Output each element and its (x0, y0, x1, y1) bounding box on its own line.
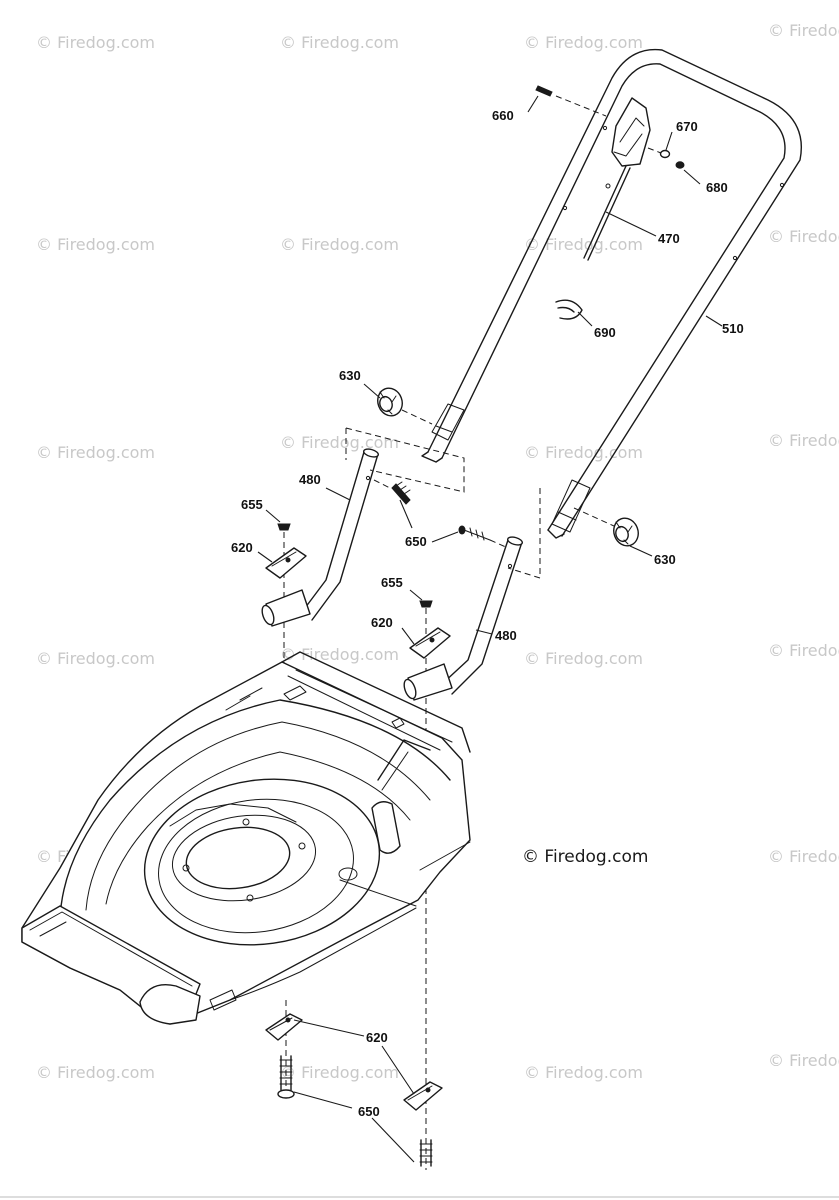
callout-470: 470 (658, 231, 680, 246)
watermark-text: © Firedog.com (768, 431, 839, 450)
bolt-650-bottom-left (277, 1055, 295, 1099)
bolt-650-bottom-right (419, 1139, 433, 1167)
watermark-text: © Firedog.com (768, 21, 839, 40)
watermark-text: © Firedog.com (768, 227, 839, 246)
upper-handle-510 (421, 48, 802, 539)
callout-650-bottom: 650 (358, 1104, 380, 1119)
watermark-text: © Firedog.com (36, 235, 155, 254)
clamp-620-bottom-left (265, 1013, 303, 1041)
watermark-text: © Firedog.com (36, 649, 155, 668)
watermark-text: © Firedog.com (280, 33, 399, 52)
clamp-620-right (409, 627, 451, 659)
leader-lines (257, 95, 723, 1163)
watermark-text: © Firedog.com (36, 33, 155, 52)
watermark-text: © Firedog.com (36, 443, 155, 462)
watermark-text: © Firedog.com (280, 433, 399, 452)
lower-handle-480-right (403, 536, 524, 701)
knob-630-left (377, 387, 433, 425)
callout-630-left: 630 (339, 368, 361, 383)
watermark-text: © Firedog.com (280, 235, 399, 254)
watermark-text: © Firedog.com (524, 443, 643, 462)
bolt-650-upper-2 (458, 525, 509, 549)
callout-labels: 660 670 680 470 690 510 630 630 480 480 … (231, 108, 744, 1119)
lower-handle-480-left (261, 448, 380, 627)
callout-660: 660 (492, 108, 514, 123)
watermark-text: © Firedog.com (280, 645, 399, 664)
watermark-text: © Firedog.com (524, 235, 643, 254)
watermark-text: © Firedog.com (280, 1063, 399, 1082)
mower-deck (21, 651, 471, 1025)
callout-480-right: 480 (495, 628, 517, 643)
bolt-650-upper-1 (373, 479, 411, 505)
watermark-text: © Firedog.com (768, 641, 839, 660)
watermark-text: © Firedog.com (768, 847, 839, 866)
callout-510: 510 (722, 321, 744, 336)
callout-480-left: 480 (299, 472, 321, 487)
screw-660 (535, 85, 607, 117)
watermark-layer: © Firedog.com © Firedog.com © Firedog.co… (36, 21, 839, 1082)
nut-680 (675, 161, 685, 169)
callout-670: 670 (676, 119, 698, 134)
copyright-text: © Firedog.com (522, 847, 648, 867)
callout-650-upper: 650 (405, 534, 427, 549)
washer-670 (659, 149, 671, 159)
callout-630-right: 630 (654, 552, 676, 567)
control-lever-assembly (583, 97, 685, 261)
watermark-text: © Firedog.com (524, 33, 643, 52)
callout-690: 690 (594, 325, 616, 340)
screw-655-left (277, 523, 291, 531)
knob-630-right (573, 507, 639, 547)
watermark-text: © Firedog.com (524, 1063, 643, 1082)
watermark-text: © Firedog.com (36, 1063, 155, 1082)
callout-655-left: 655 (241, 497, 263, 512)
cable-clip-690 (555, 299, 583, 320)
screw-655-right (419, 600, 433, 608)
callout-620-upper-right: 620 (371, 615, 393, 630)
clamp-620-left (265, 547, 307, 579)
clamp-620-bottom-right (403, 1081, 443, 1111)
callout-655-right: 655 (381, 575, 403, 590)
callout-680: 680 (706, 180, 728, 195)
callout-620-bottom: 620 (366, 1030, 388, 1045)
callout-620-upper-left: 620 (231, 540, 253, 555)
watermark-text: © Firedog.com (768, 1051, 839, 1070)
watermark-text: © Firedog.com (524, 649, 643, 668)
